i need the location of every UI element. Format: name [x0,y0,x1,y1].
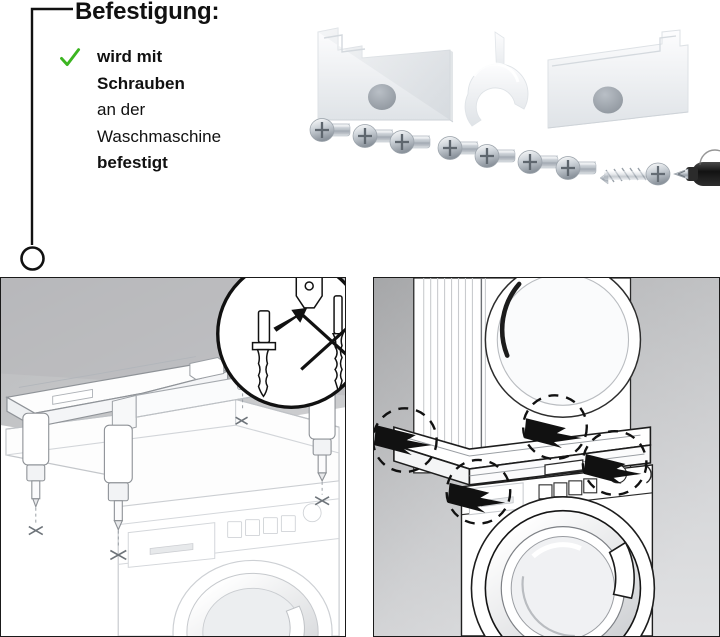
stacking-frame [393,426,652,486]
detail-target-hole [295,278,323,309]
part-hose-clip [464,31,529,127]
control-button[interactable] [553,482,568,498]
callout-marker [374,407,438,474]
bullet-line-1: wird mit [97,47,163,66]
correct-screw-icon [251,310,277,398]
control-button[interactable] [538,484,553,500]
illustration-panel-right [373,277,720,637]
control-button[interactable] [583,478,598,494]
part-wood-screw [599,162,671,186]
info-block: Befestigung: wird mit Schrauben an der W… [0,0,720,272]
callout-marker [521,394,588,461]
dashed-circle-icon [445,458,512,525]
parts-photo [309,27,720,186]
screwdriver [103,424,133,561]
arrow-icon [374,425,432,456]
washing-machine [5,398,340,636]
screwdriver-tools [22,369,336,561]
part-screwdriver-bit [673,149,720,186]
screw-mark-x-icon [109,549,127,561]
hollow-circle-icon [20,246,45,271]
dryer-door [484,278,642,418]
x-cross-icon [300,312,345,371]
screw-mark-x-icon [28,525,44,536]
arrow-icon [524,418,582,449]
bracket-right-hole [593,86,623,114]
round-knob-icon[interactable] [302,503,322,523]
control-button[interactable] [227,521,243,538]
detail-circle-outline [216,278,345,409]
control-button[interactable] [568,480,583,496]
part-bracket-right [547,29,689,129]
part-machine-screws [309,118,597,180]
arrow-up-icon [273,307,308,332]
control-panel [227,503,322,538]
drawer-handle [149,543,194,555]
leader-line [20,7,73,271]
part-bracket-left [317,27,454,123]
door-handle[interactable] [608,541,635,600]
screw-mark-x-icon [314,496,330,506]
control-button[interactable] [280,515,296,533]
callout-group [374,394,648,525]
illustration-panel-left [0,277,346,637]
leader-line-path [30,7,73,245]
dashed-circle-icon [581,429,648,496]
bullet-line-3: an der [97,100,146,119]
callout-marker [581,429,648,496]
page-title: Befestigung: [75,0,220,25]
bullet-line-5: befestigt [97,153,168,172]
callout-marker [445,458,512,525]
panel-left-drawing [1,278,345,636]
control-button[interactable] [263,517,278,535]
bracket-left-hole [368,84,396,110]
frame-leg [111,394,137,434]
dashed-circle-icon [521,394,588,461]
panel-right-drawing [374,278,719,636]
bullet-line-2: Schrauben [97,73,185,93]
top-appliance [413,278,642,474]
dashed-circle-icon [374,407,438,474]
screw-mark-x-icon [235,416,248,425]
arrow-icon [447,482,506,513]
detail-circle [216,278,345,409]
green-checkmark-icon [60,48,81,67]
door-handle[interactable] [285,605,305,636]
arrow-icon [583,454,642,484]
frame-slot [52,388,93,405]
screwdriver [22,412,50,536]
control-button[interactable] [245,519,260,537]
bottom-appliance [460,464,656,636]
bullet-line-4: Waschmaschine [97,126,222,146]
door-highlight [499,281,522,358]
machine-door [470,496,656,636]
machine-door [172,559,333,636]
bullet-text: wird mit Schrauben an der Waschmaschine … [97,44,312,177]
detergent-drawer [127,522,216,568]
